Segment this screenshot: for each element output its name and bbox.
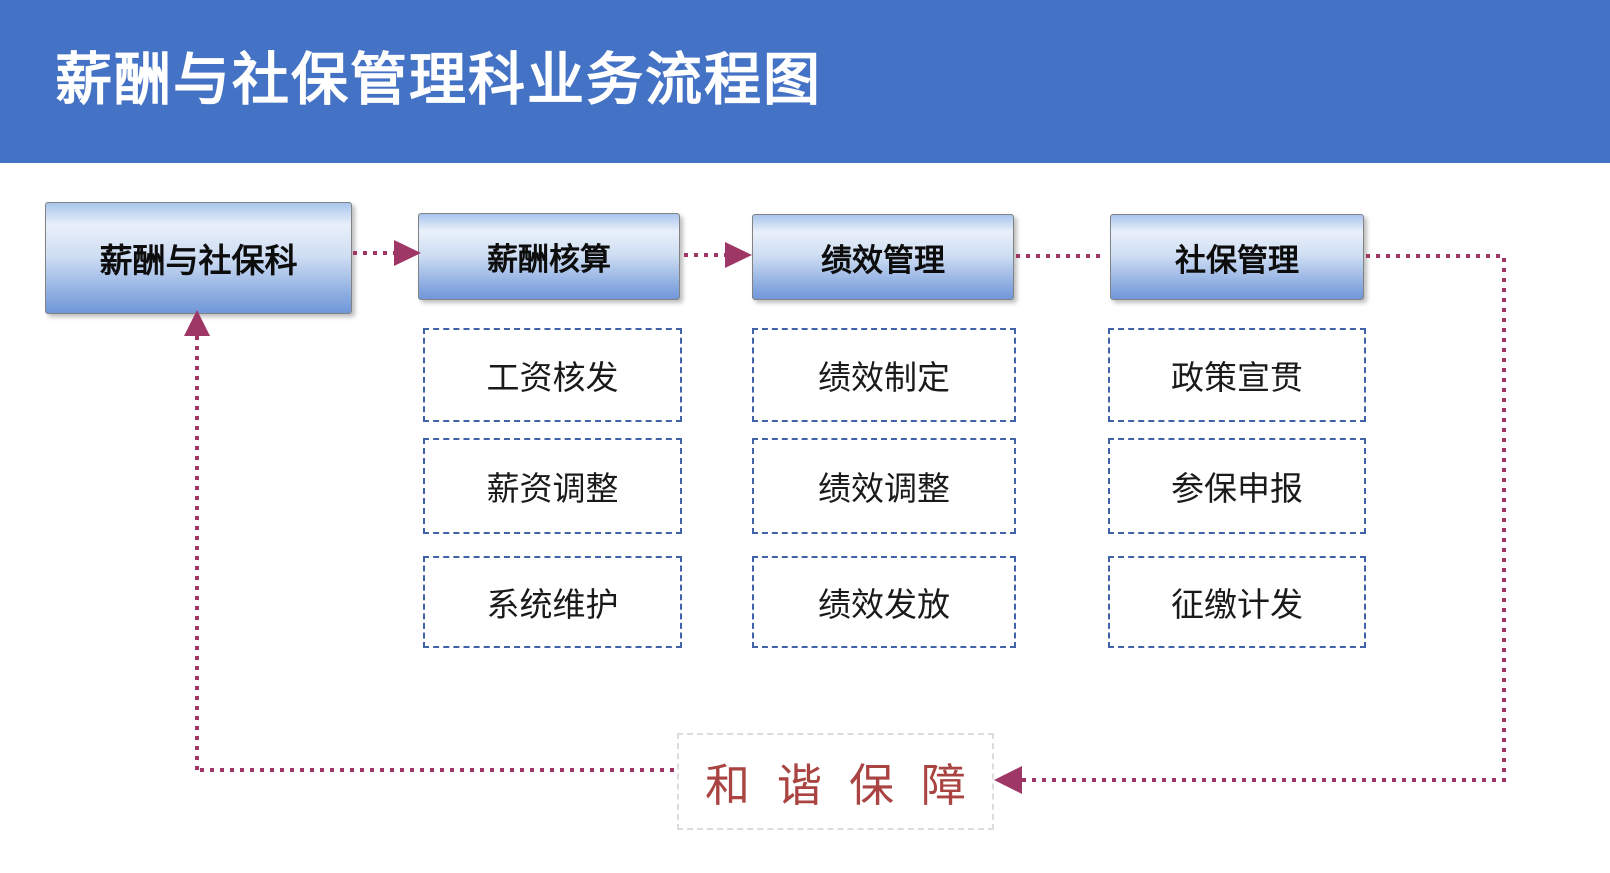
- subtask-system-maintenance-label: 系统维护: [486, 586, 619, 623]
- subtask-performance-payout: 绩效发放: [752, 556, 1016, 648]
- connector-social-to-harmony-bottom: [1022, 778, 1504, 782]
- node-social-security-management-label: 社保管理: [1175, 242, 1299, 278]
- connector-harmony-to-root-left: [195, 336, 199, 770]
- subtask-collection-calculation: 征缴计发: [1108, 556, 1366, 648]
- subtask-performance-planning: 绩效制定: [752, 328, 1016, 422]
- arrowhead-right-icon: [394, 240, 421, 266]
- node-salary-social-dept-label: 薪酬与社保科: [99, 242, 298, 279]
- page-title: 薪酬与社保管理科业务流程图: [55, 48, 822, 112]
- subtask-collection-calculation-label: 征缴计发: [1171, 586, 1303, 623]
- node-performance-management: 绩效管理: [752, 214, 1014, 300]
- node-social-security-management: 社保管理: [1110, 214, 1364, 300]
- subtask-performance-adjustment-label: 绩效调整: [818, 470, 950, 507]
- connector-payroll-to-performance: [684, 253, 726, 257]
- connector-root-to-payroll: [353, 251, 395, 255]
- node-salary-social-dept: 薪酬与社保科: [45, 202, 352, 314]
- subtask-performance-planning-label: 绩效制定: [818, 359, 950, 396]
- subtask-performance-adjustment: 绩效调整: [752, 438, 1016, 534]
- title-banner: 薪酬与社保管理科业务流程图: [0, 0, 1610, 163]
- subtask-wage-issuance-label: 工资核发: [486, 359, 619, 396]
- arrowhead-left-icon: [994, 766, 1022, 794]
- subtask-salary-adjustment: 薪资调整: [423, 438, 682, 534]
- connector-performance-to-social: [1016, 254, 1106, 258]
- subtask-system-maintenance: 系统维护: [423, 556, 682, 648]
- arrowhead-up-icon: [184, 310, 210, 336]
- node-harmony-guarantee-label: 和谐保障: [705, 760, 994, 811]
- subtask-insurance-declaration-label: 参保申报: [1171, 470, 1303, 507]
- connector-social-to-harmony-right: [1502, 258, 1506, 782]
- node-performance-management-label: 绩效管理: [821, 242, 945, 278]
- subtask-policy-promotion: 政策宣贯: [1108, 328, 1366, 422]
- subtask-performance-payout-label: 绩效发放: [818, 586, 950, 623]
- subtask-salary-adjustment-label: 薪资调整: [486, 470, 619, 507]
- node-harmony-guarantee: 和谐保障: [677, 733, 994, 830]
- subtask-insurance-declaration: 参保申报: [1108, 438, 1366, 534]
- subtask-wage-issuance: 工资核发: [423, 328, 682, 422]
- node-payroll-accounting-label: 薪酬核算: [487, 242, 611, 277]
- connector-harmony-to-root-bottom: [200, 768, 677, 772]
- arrowhead-right-icon: [725, 242, 752, 268]
- node-payroll-accounting: 薪酬核算: [418, 213, 680, 300]
- connector-social-to-harmony-top: [1366, 254, 1504, 258]
- subtask-policy-promotion-label: 政策宣贯: [1171, 359, 1303, 396]
